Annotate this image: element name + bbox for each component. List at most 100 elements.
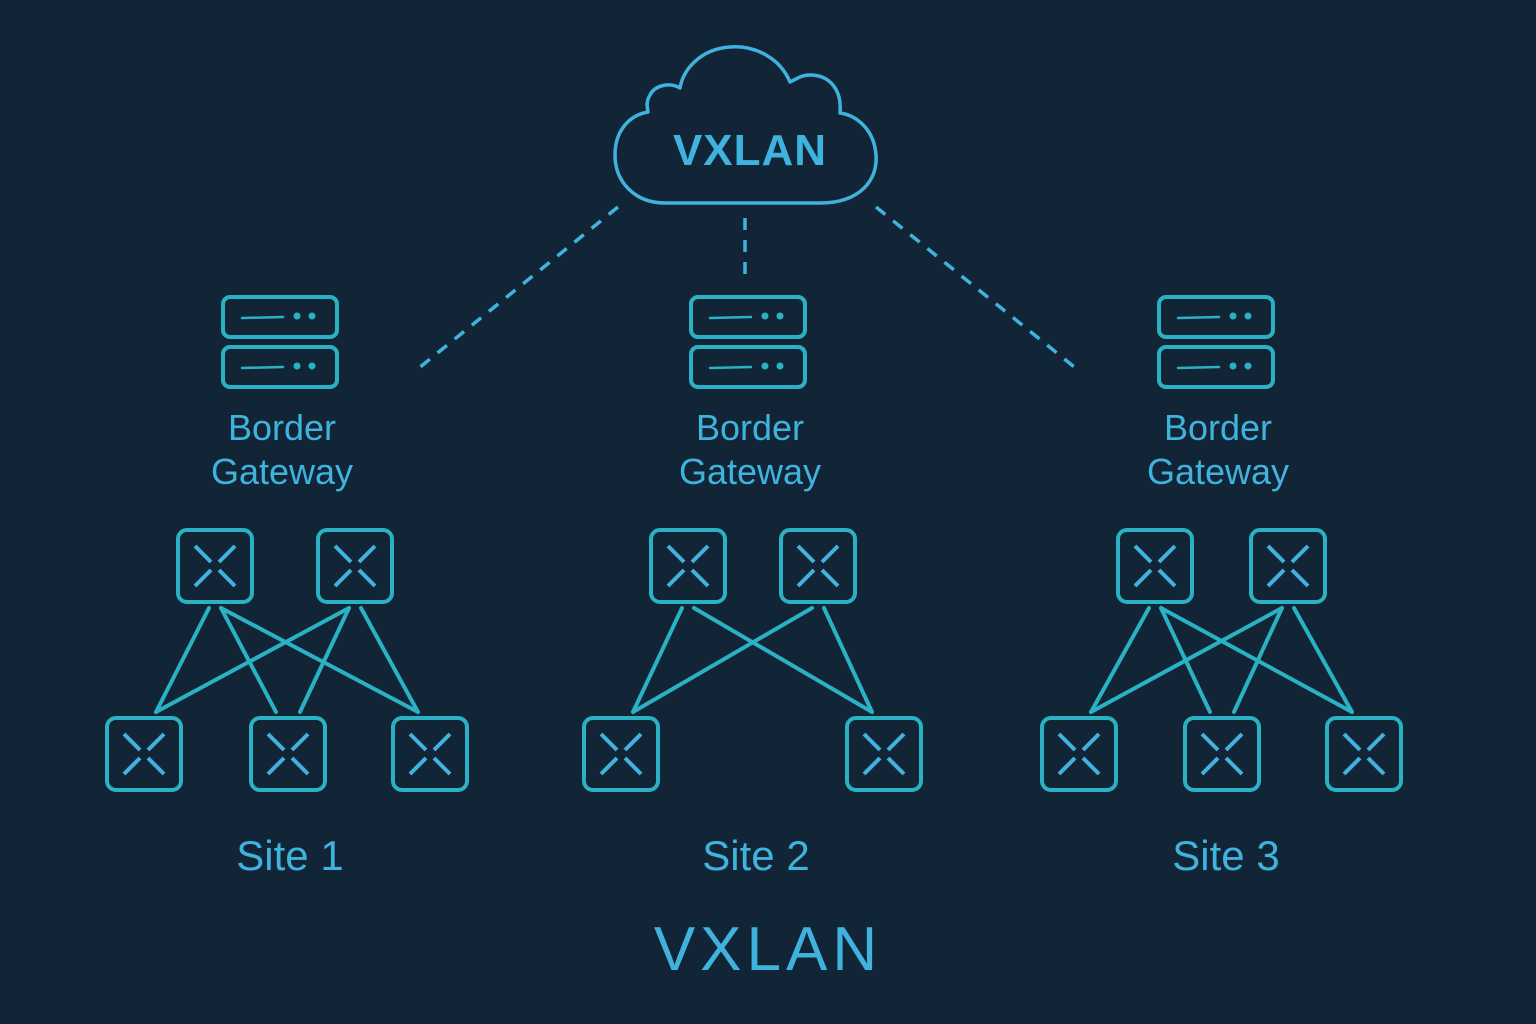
- server-slot: [240, 315, 285, 320]
- cloud-links: [412, 205, 1080, 374]
- server-led: [1244, 362, 1252, 370]
- diagram-title: VXLAN: [653, 915, 883, 984]
- switch-arrow-icon: [432, 732, 452, 752]
- switch-arrow-icon: [146, 732, 166, 752]
- switch-arrow-icon: [1057, 732, 1077, 752]
- gateway-label-site-1: Border Gateway: [182, 406, 382, 494]
- switch-frame: [1325, 716, 1403, 792]
- gateway-label-line1: Border: [695, 407, 805, 448]
- server-led: [1229, 312, 1237, 320]
- leaf-switch-1: [582, 716, 660, 792]
- spine-switch-2: [316, 528, 394, 604]
- switch-frame: [582, 716, 660, 792]
- switch-arrow-icon: [1266, 568, 1286, 588]
- border-gateway-server-icon: [1157, 295, 1275, 389]
- switch-frame: [1183, 716, 1261, 792]
- server-led: [761, 312, 769, 320]
- server-unit-2: [689, 345, 807, 389]
- fabric-links: [154, 606, 420, 714]
- border-gateway-server-icon: [221, 295, 339, 389]
- switch-arrow-icon: [1081, 732, 1101, 752]
- switch-arrow-icon: [122, 756, 142, 776]
- cloud-link-site-3: [874, 205, 1080, 372]
- switch-arrow-icon: [357, 544, 377, 564]
- switch-arrow-icon: [820, 568, 840, 588]
- switch-arrow-icon: [862, 732, 882, 752]
- switch-arrow-icon: [1266, 544, 1286, 564]
- switch-arrow-icon: [266, 756, 286, 776]
- gateway-label-line2: Gateway: [210, 451, 354, 492]
- switch-arrow-icon: [1342, 732, 1362, 752]
- switch-frame: [316, 528, 394, 604]
- switch-arrow-icon: [820, 544, 840, 564]
- cloud-label: VXLAN: [672, 126, 828, 175]
- switch-arrow-icon: [1342, 756, 1362, 776]
- switch-arrow-icon: [599, 732, 619, 752]
- spine-switch-1: [176, 528, 254, 604]
- switch-arrow-icon: [357, 568, 377, 588]
- link-spine-1-leaf-1: [1089, 606, 1151, 714]
- switch-frame: [1040, 716, 1118, 792]
- switch-arrow-icon: [1224, 756, 1244, 776]
- leaf-switch-1: [105, 716, 183, 792]
- switch-arrow-icon: [146, 756, 166, 776]
- sites-layer: [105, 295, 1403, 792]
- switch-arrow-icon: [408, 756, 428, 776]
- server-led: [293, 362, 301, 370]
- switch-arrow-icon: [623, 732, 643, 752]
- spine-switch-2: [1249, 528, 1327, 604]
- site-label-2: Site 2: [702, 832, 810, 879]
- switch-arrow-icon: [333, 544, 353, 564]
- link-spine-2-leaf-2: [298, 606, 351, 714]
- switch-frame: [105, 716, 183, 792]
- server-slot: [1176, 315, 1221, 320]
- switch-arrow-icon: [1157, 544, 1177, 564]
- server-slot: [1176, 365, 1221, 370]
- cloud-icon: [613, 45, 878, 205]
- border-gateway-server-icon: [689, 295, 807, 389]
- server-led: [308, 362, 316, 370]
- gateway-label-line2: Gateway: [1146, 451, 1290, 492]
- link-spine-2-leaf-2: [1232, 606, 1284, 714]
- gateway-label-site-3: Border Gateway: [1118, 406, 1318, 494]
- server-led: [776, 312, 784, 320]
- gateway-label-line1: Border: [1163, 407, 1273, 448]
- switch-arrow-icon: [862, 756, 882, 776]
- switch-arrow-icon: [217, 568, 237, 588]
- switch-arrow-icon: [599, 756, 619, 776]
- switch-frame: [391, 716, 469, 792]
- server-led: [308, 312, 316, 320]
- switch-arrow-icon: [290, 756, 310, 776]
- switch-arrow-icon: [1081, 756, 1101, 776]
- switch-arrow-icon: [432, 756, 452, 776]
- switch-frame: [779, 528, 857, 604]
- server-unit-1: [689, 295, 807, 339]
- link-spine-2-leaf-2: [822, 606, 874, 714]
- leaf-switch-2: [845, 716, 923, 792]
- switch-arrow-icon: [690, 544, 710, 564]
- switch-frame: [1249, 528, 1327, 604]
- cloud-link-site-1: [412, 205, 620, 374]
- server-unit-2: [221, 345, 339, 389]
- gateway-label-line1: Border: [227, 407, 337, 448]
- switch-arrow-icon: [886, 756, 906, 776]
- server-slot: [708, 365, 753, 370]
- server-unit-1: [1157, 295, 1275, 339]
- link-spine-1-leaf-1: [154, 606, 211, 714]
- leaf-switch-2: [1183, 716, 1261, 792]
- switch-arrow-icon: [266, 732, 286, 752]
- switch-arrow-icon: [666, 568, 686, 588]
- switch-arrow-icon: [886, 732, 906, 752]
- switch-arrow-icon: [1224, 732, 1244, 752]
- server-led: [293, 312, 301, 320]
- site-label-3: Site 3: [1172, 832, 1280, 879]
- switch-arrow-icon: [690, 568, 710, 588]
- gateway-label-site-2: Border Gateway: [650, 406, 850, 494]
- switch-frame: [1116, 528, 1194, 604]
- fabric-links: [631, 606, 874, 714]
- switch-arrow-icon: [1200, 732, 1220, 752]
- server-led: [776, 362, 784, 370]
- link-spine-2-leaf-1: [631, 606, 814, 714]
